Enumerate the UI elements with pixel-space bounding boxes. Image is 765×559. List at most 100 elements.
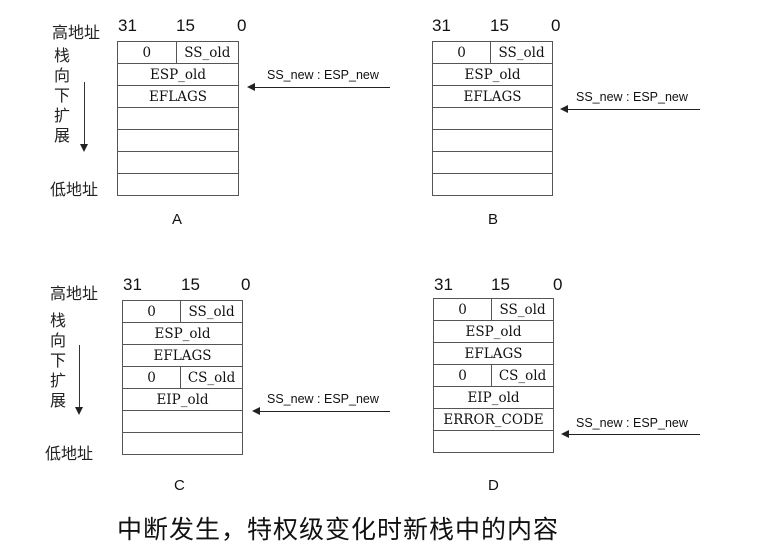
stack-slot: EFLAGS [433,86,552,108]
slot-value [118,152,238,173]
slot-upper-half: 0 [434,365,493,386]
bit-0-label: 0 [551,16,561,35]
down-arrow-icon [80,144,88,152]
left-arrow-icon [560,105,568,113]
pointer-label: SS_new : ESP_new [576,416,688,430]
bit-31-label: 31 [118,16,137,35]
stack-slot [433,108,552,130]
slot-value [118,130,238,151]
stack-slot [433,174,552,196]
bit-15-label: 15 [490,16,509,35]
pointer-label: SS_new : ESP_new [267,68,379,82]
bit-15-label: 15 [176,16,195,35]
slot-upper-half: 0 [433,42,492,63]
stack-slot [123,433,242,455]
grow-char: 栈 [53,46,70,65]
slot-value [123,411,242,432]
slot-value [433,108,552,129]
stack-slot [434,431,553,453]
stack-slot: 0 CS_old [434,365,553,387]
slot-value: ERROR_CODE [443,411,544,428]
pointer-line [254,87,390,88]
pointer-label: SS_new : ESP_new [267,392,379,406]
slot-value [433,152,552,173]
stack-slot: 0 SS_old [118,42,238,64]
slot-value: EFLAGS [149,88,207,105]
slot-upper-half: 0 [123,367,182,388]
grow-direction-label: 栈 向 下 扩 展 [53,46,71,146]
bit-31-label: 31 [434,275,453,294]
pointer-line [568,434,700,435]
grow-char: 展 [49,391,66,410]
bit-0-label: 0 [241,275,251,294]
slot-value: ESP_old [464,66,521,83]
stack-slot [118,152,238,174]
panel-label-c: C [174,477,185,494]
low-address-label: 低地址 [50,180,99,199]
grow-char: 下 [53,86,70,105]
grow-arrow-line [84,82,85,144]
stack-slot [123,411,242,433]
stack-slot: ESP_old [123,323,242,345]
pointer-label: SS_new : ESP_new [576,90,688,104]
grow-char: 扩 [53,106,70,125]
slot-lower-half: CS_old [498,367,547,384]
slot-value: EFLAGS [153,347,212,364]
slot-value [123,433,242,454]
stack-slot: EIP_old [123,389,242,411]
stack-slot [433,130,552,152]
stack-slot: 0 SS_old [434,299,553,321]
bit-31-label: 31 [432,16,451,35]
grow-char: 展 [53,126,70,145]
slot-value: EFLAGS [463,88,522,105]
stack-slot: ERROR_CODE [434,409,553,431]
panel-label-b: B [488,211,499,228]
down-arrow-icon [75,407,83,415]
slot-value [434,431,553,452]
grow-char: 向 [53,66,70,85]
stack-slot: EFLAGS [123,345,242,367]
stack-slot: EFLAGS [118,86,238,108]
stack-slot: ESP_old [118,64,238,86]
bit-15-label: 15 [181,275,200,294]
left-arrow-icon [247,83,255,91]
slot-lower-half: SS_old [188,303,235,320]
stack-slot: 0 SS_old [123,301,242,323]
high-address-label: 高地址 [52,23,101,42]
stack-slot: ESP_old [433,64,552,86]
bit-15-label: 15 [491,275,510,294]
grow-char: 栈 [49,311,66,330]
figure-caption: 中断发生，特权级变化时新栈中的内容 [117,515,560,544]
slot-upper-half: 0 [123,301,182,322]
left-arrow-icon [561,430,569,438]
pointer-line [259,411,390,412]
low-address-label: 低地址 [45,444,94,463]
slot-lower-half: SS_old [184,44,231,61]
panel-label-a: A [172,211,183,228]
slot-value [433,174,552,195]
slot-value: ESP_old [149,66,207,83]
bit-0-label: 0 [237,16,247,35]
stack-slot: EFLAGS [434,343,553,365]
slot-value: EIP_old [467,389,520,406]
stack-slot [118,130,238,152]
slot-lower-half: SS_old [499,301,546,318]
left-arrow-icon [252,407,260,415]
grow-char: 下 [49,351,66,370]
slot-value: ESP_old [154,325,211,342]
stack-slot [433,152,552,174]
bit-0-label: 0 [553,275,563,294]
slot-upper-half: 0 [118,42,177,63]
slot-value [118,108,238,129]
stack-slot: ESP_old [434,321,553,343]
grow-direction-label: 栈 向 下 扩 展 [49,311,67,411]
grow-arrow-line [79,345,80,407]
stack-slot [118,108,238,130]
slot-upper-half: 0 [434,299,493,320]
